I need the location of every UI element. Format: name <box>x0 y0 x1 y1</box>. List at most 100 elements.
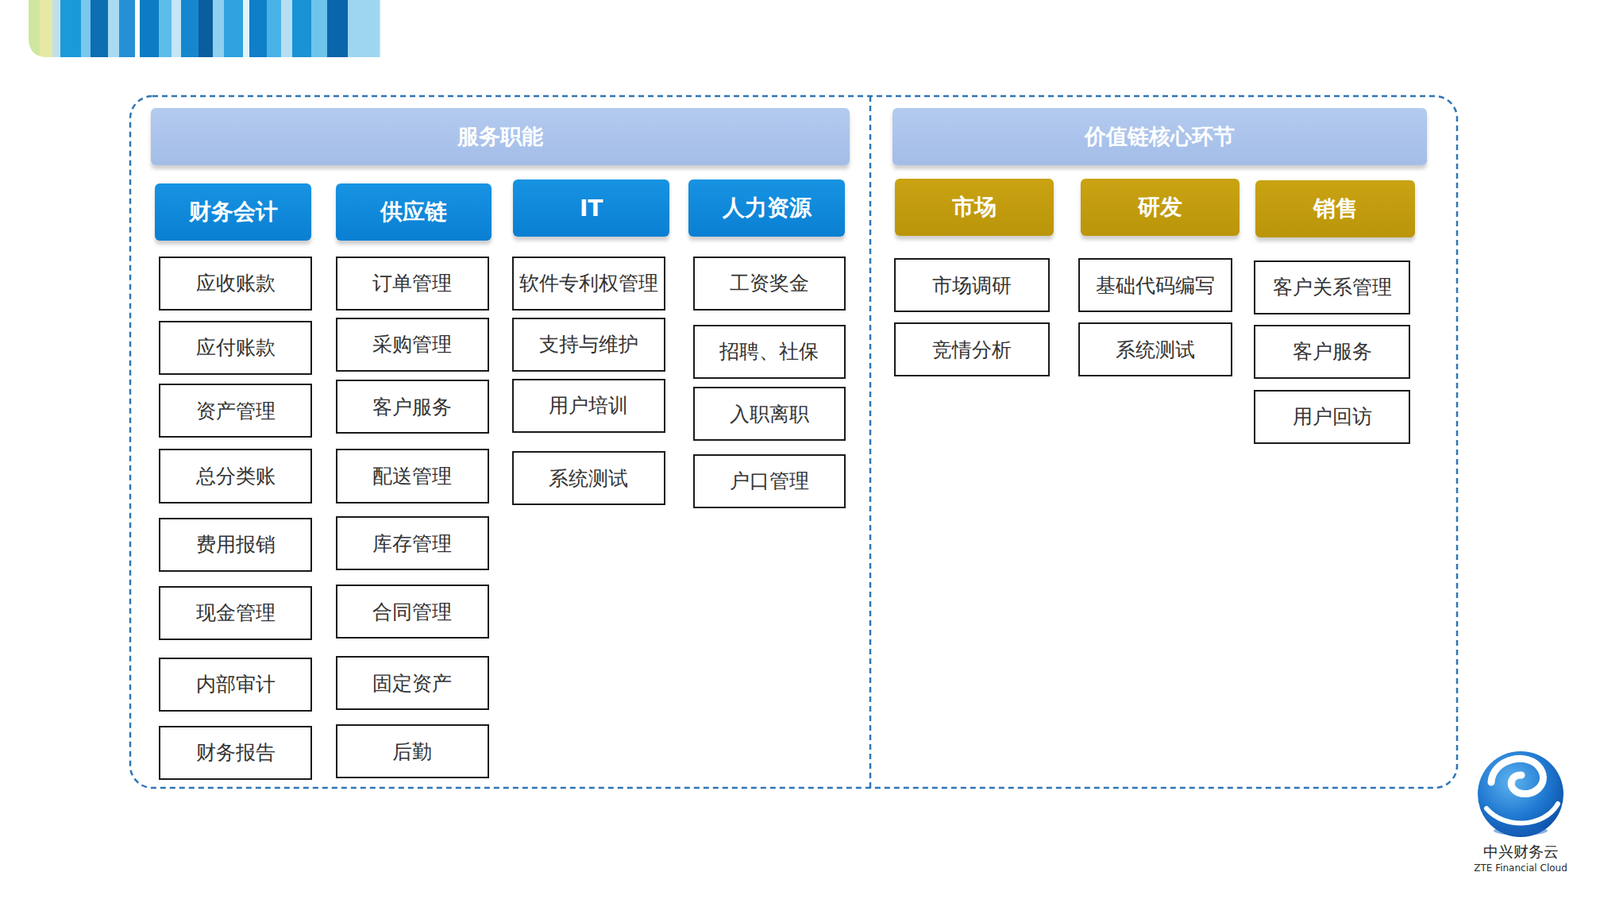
function-box: 工资奖金 <box>693 256 847 311</box>
stripe <box>90 0 109 58</box>
stripe <box>212 0 225 58</box>
function-box: 客户关系管理 <box>1253 260 1411 315</box>
node-text: 总分类账 <box>196 462 276 490</box>
node-text: 合同管理 <box>372 598 452 625</box>
node-text: 费用报销 <box>196 531 276 558</box>
stripe <box>134 0 141 58</box>
function-box: 用户培训 <box>512 378 666 433</box>
function-box: 市场调研 <box>894 258 1051 313</box>
node-text: 用户回访 <box>1292 403 1373 430</box>
node-text: 固定资产 <box>372 670 452 697</box>
function-box: 库存管理 <box>335 516 490 571</box>
logo-subtitle: ZTE Financial Cloud <box>1473 862 1568 874</box>
function-box: 系统测试 <box>512 451 666 506</box>
category-header: 财务会计 <box>154 183 312 241</box>
function-box: 费用报销 <box>158 517 313 572</box>
node-text: 应收账款 <box>196 269 276 297</box>
stripe <box>347 0 381 58</box>
function-box: 资产管理 <box>158 383 313 438</box>
node-text: IT <box>579 195 604 222</box>
stripe-banner <box>28 0 381 58</box>
category-header: 供应链 <box>335 183 493 241</box>
stripe <box>281 0 294 58</box>
dashed-divider <box>869 96 872 788</box>
stripe <box>80 0 92 58</box>
function-box: 用户回访 <box>1253 389 1411 444</box>
function-box: 支持与维护 <box>512 317 666 372</box>
function-box: 软件专利权管理 <box>512 256 666 311</box>
node-text: 内部审计 <box>196 670 276 698</box>
stripe <box>223 0 244 58</box>
node-text: 招聘、社保 <box>719 338 819 365</box>
stripe <box>198 0 214 58</box>
node-text: 系统测试 <box>1115 336 1196 363</box>
section-band: 服务职能 <box>150 107 850 166</box>
function-box: 应收账款 <box>158 256 313 311</box>
category-header: 研发 <box>1080 178 1240 236</box>
function-box: 应付账款 <box>158 320 313 375</box>
node-text: 研发 <box>1137 192 1183 223</box>
stripe <box>171 0 182 58</box>
node-text: 客户关系管理 <box>1272 273 1392 301</box>
function-box: 财务报告 <box>158 725 313 780</box>
node-text: 财务报告 <box>196 739 276 766</box>
logo-symbol <box>1477 751 1564 837</box>
node-text: 工资奖金 <box>729 269 810 297</box>
node-text: 配送管理 <box>372 462 452 490</box>
stripe <box>107 0 120 58</box>
category-header: 市场 <box>894 178 1054 236</box>
node-text: 人力资源 <box>722 192 812 224</box>
stripe <box>60 0 82 58</box>
function-box: 现金管理 <box>158 586 313 640</box>
dashed-frame <box>130 96 1458 788</box>
function-box: 竞情分析 <box>894 322 1051 377</box>
stripe <box>311 0 328 58</box>
function-box: 招聘、社保 <box>693 324 847 379</box>
stripe <box>266 0 282 58</box>
node-text: 客户服务 <box>1292 338 1373 365</box>
node-text: 市场调研 <box>932 272 1012 299</box>
node-text: 后勤 <box>392 738 432 765</box>
node-text: 入职离职 <box>729 400 810 428</box>
node-text: 采购管理 <box>372 331 452 358</box>
node-text: 应付账款 <box>196 334 276 361</box>
section-band: 价值链核心环节 <box>892 107 1427 166</box>
stripe <box>158 0 173 58</box>
logo-name: 中兴财务云 <box>1483 841 1559 863</box>
stripe <box>242 0 251 58</box>
function-box: 合同管理 <box>335 584 490 639</box>
function-box: 固定资产 <box>335 655 490 710</box>
node-text: 资产管理 <box>196 397 276 425</box>
node-text: 基础代码编写 <box>1095 272 1215 299</box>
node-text: 销售 <box>1313 193 1358 224</box>
stripe <box>28 0 41 58</box>
stripe <box>249 0 268 58</box>
function-box: 订单管理 <box>335 256 490 311</box>
node-text: 用户培训 <box>548 392 629 419</box>
function-box: 总分类账 <box>158 448 313 503</box>
function-box: 配送管理 <box>335 448 490 503</box>
function-box: 客户服务 <box>335 379 490 434</box>
stripe <box>52 0 62 58</box>
function-box: 户口管理 <box>693 454 847 509</box>
function-box: 后勤 <box>335 724 490 779</box>
node-text: 支持与维护 <box>539 331 639 358</box>
stripe <box>327 0 349 58</box>
node-text: 户口管理 <box>729 467 810 494</box>
stripe <box>39 0 54 58</box>
category-header: IT <box>512 179 670 237</box>
node-text: 库存管理 <box>372 530 452 557</box>
function-box: 基础代码编写 <box>1078 258 1233 313</box>
node-text: 市场 <box>952 192 997 223</box>
node-text: 订单管理 <box>372 269 452 297</box>
stripe <box>119 0 136 58</box>
node-text: 财务会计 <box>188 196 278 228</box>
node-text: 现金管理 <box>196 599 276 626</box>
category-header: 销售 <box>1255 180 1416 238</box>
node-text: 客户服务 <box>372 393 452 421</box>
function-box: 系统测试 <box>1078 322 1233 377</box>
node-text: 服务职能 <box>457 122 544 151</box>
node-text: 价值链核心环节 <box>1084 122 1235 151</box>
category-header: 人力资源 <box>688 179 845 237</box>
